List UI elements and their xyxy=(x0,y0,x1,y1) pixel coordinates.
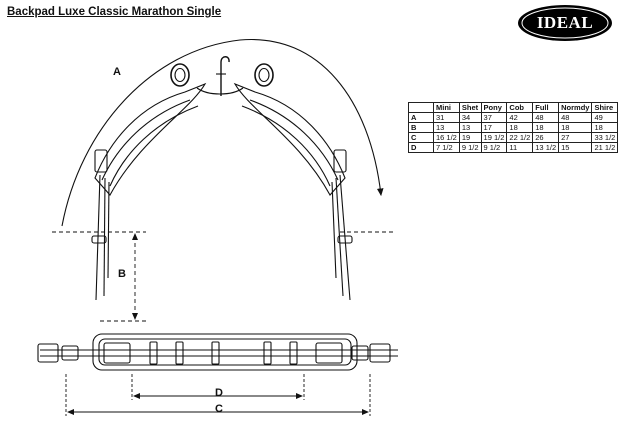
size-table-header-row: Mini Shet Pony Cob Full Normdy Shire xyxy=(408,102,619,113)
backpad-flat-view xyxy=(37,333,398,371)
table-cell: 11 xyxy=(506,142,534,153)
dimension-c-line xyxy=(65,374,371,416)
size-table: Mini Shet Pony Cob Full Normdy Shire A 3… xyxy=(408,102,619,153)
header-cell: Full xyxy=(532,102,560,113)
dimension-label-b: B xyxy=(118,268,126,280)
brand-logo: IDEAL xyxy=(517,4,613,42)
table-row: A 31 34 37 42 48 48 49 xyxy=(408,112,619,123)
logo-text: IDEAL xyxy=(536,13,594,32)
table-row: B 13 13 17 18 18 18 18 xyxy=(408,122,619,133)
table-cell: 13 xyxy=(433,122,460,133)
table-cell: 22 1/2 xyxy=(506,132,534,143)
table-row: C 16 1/2 19 19 1/2 22 1/2 26 27 33 1/2 xyxy=(408,132,619,143)
table-cell: 18 xyxy=(506,122,534,133)
table-cell: 15 xyxy=(558,142,593,153)
backpad-side-view xyxy=(91,56,353,301)
dimension-label-c: C xyxy=(215,403,223,415)
table-cell: 19 1/2 xyxy=(480,132,508,143)
table-cell: 49 xyxy=(591,112,619,123)
table-cell: 37 xyxy=(480,112,508,123)
table-cell: 17 xyxy=(480,122,508,133)
dimension-c-arrows xyxy=(67,409,369,415)
table-cell: 27 xyxy=(558,132,593,143)
table-cell: 13 1/2 xyxy=(532,142,560,153)
header-cell: Mini xyxy=(433,102,460,113)
table-cell: 21 1/2 xyxy=(591,142,619,153)
table-row: D 7 1/2 9 1/2 9 1/2 11 13 1/2 15 21 1/2 xyxy=(408,142,619,153)
logo-ellipse xyxy=(518,5,612,41)
header-cell: Shet xyxy=(458,102,482,113)
dimension-label-a: A xyxy=(113,66,121,78)
table-cell: 7 1/2 xyxy=(433,142,460,153)
page-title: Backpad Luxe Classic Marathon Single xyxy=(7,6,222,18)
table-cell: 18 xyxy=(591,122,619,133)
header-cell xyxy=(408,102,434,113)
dimension-b-arrows xyxy=(132,233,138,320)
table-cell: 16 1/2 xyxy=(433,132,460,143)
dimension-d-arrows xyxy=(133,393,303,399)
table-cell: 18 xyxy=(532,122,560,133)
table-cell: 42 xyxy=(506,112,534,123)
table-cell: 31 xyxy=(433,112,460,123)
table-cell: 9 1/2 xyxy=(458,142,482,153)
table-cell: 34 xyxy=(458,112,482,123)
table-cell: 26 xyxy=(532,132,560,143)
table-cell: 9 1/2 xyxy=(480,142,508,153)
row-label: D xyxy=(408,142,434,153)
row-label: C xyxy=(408,132,434,143)
table-cell: 19 xyxy=(458,132,482,143)
header-cell: Normdy xyxy=(558,102,593,113)
table-cell: 48 xyxy=(558,112,593,123)
row-label: B xyxy=(408,122,434,133)
table-cell: 33 1/2 xyxy=(591,132,619,143)
table-cell: 18 xyxy=(558,122,593,133)
dimension-a-arc xyxy=(61,38,384,227)
table-cell: 13 xyxy=(458,122,482,133)
header-cell: Cob xyxy=(506,102,534,113)
header-cell: Pony xyxy=(480,102,508,113)
table-cell: 48 xyxy=(532,112,560,123)
row-label: A xyxy=(408,112,434,123)
dimension-d-line xyxy=(131,374,305,400)
header-cell: Shire xyxy=(591,102,619,113)
dimension-b-guides xyxy=(52,231,395,322)
dimension-label-d: D xyxy=(215,387,223,399)
